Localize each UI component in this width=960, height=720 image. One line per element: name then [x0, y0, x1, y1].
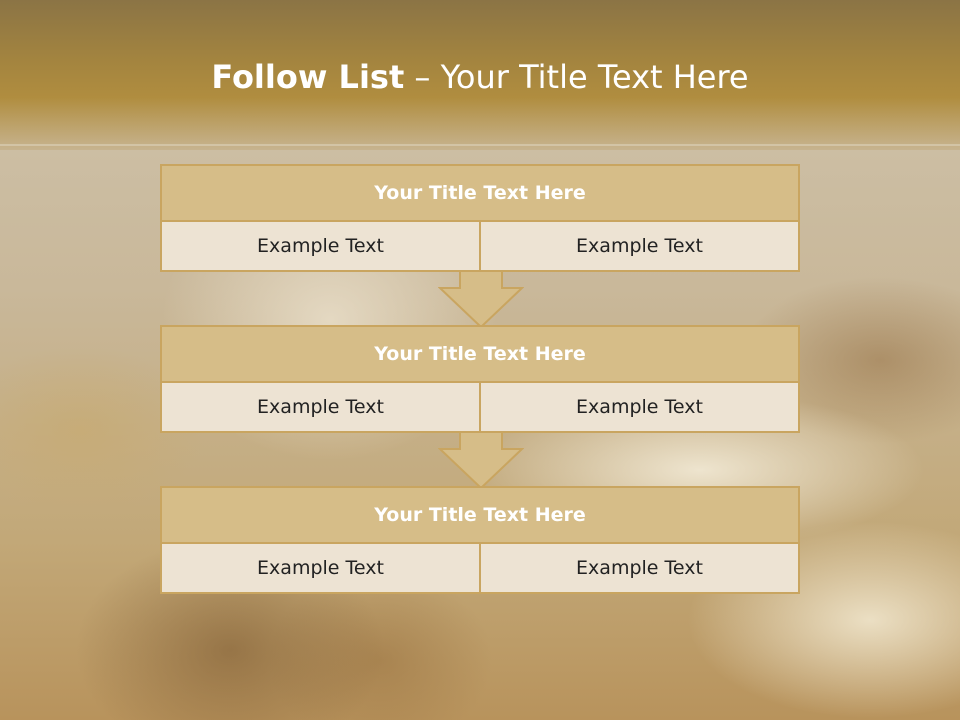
down-arrow-icon — [438, 429, 524, 489]
block-row: Example Text Example Text — [160, 383, 800, 433]
block-cell-right: Example Text — [481, 383, 800, 433]
block-cell-right: Example Text — [481, 222, 800, 272]
list-block-2: Your Title Text Here Example Text Exampl… — [160, 325, 800, 433]
block-cell-left: Example Text — [160, 383, 481, 433]
slide-title-bold: Follow List — [211, 58, 405, 96]
block-cell-left: Example Text — [160, 222, 481, 272]
header-band — [0, 0, 960, 150]
slide-title-rest: – Your Title Text Here — [404, 58, 749, 96]
list-block-1: Your Title Text Here Example Text Exampl… — [160, 164, 800, 272]
block-row: Example Text Example Text — [160, 222, 800, 272]
block-row: Example Text Example Text — [160, 544, 800, 594]
down-arrow-icon — [438, 268, 524, 328]
block-cell-left: Example Text — [160, 544, 481, 594]
block-cell-right: Example Text — [481, 544, 800, 594]
block-title: Your Title Text Here — [160, 325, 800, 383]
header-divider — [0, 144, 960, 146]
list-block-3: Your Title Text Here Example Text Exampl… — [160, 486, 800, 594]
block-title: Your Title Text Here — [160, 486, 800, 544]
block-title: Your Title Text Here — [160, 164, 800, 222]
slide-title: Follow List – Your Title Text Here — [0, 52, 960, 102]
